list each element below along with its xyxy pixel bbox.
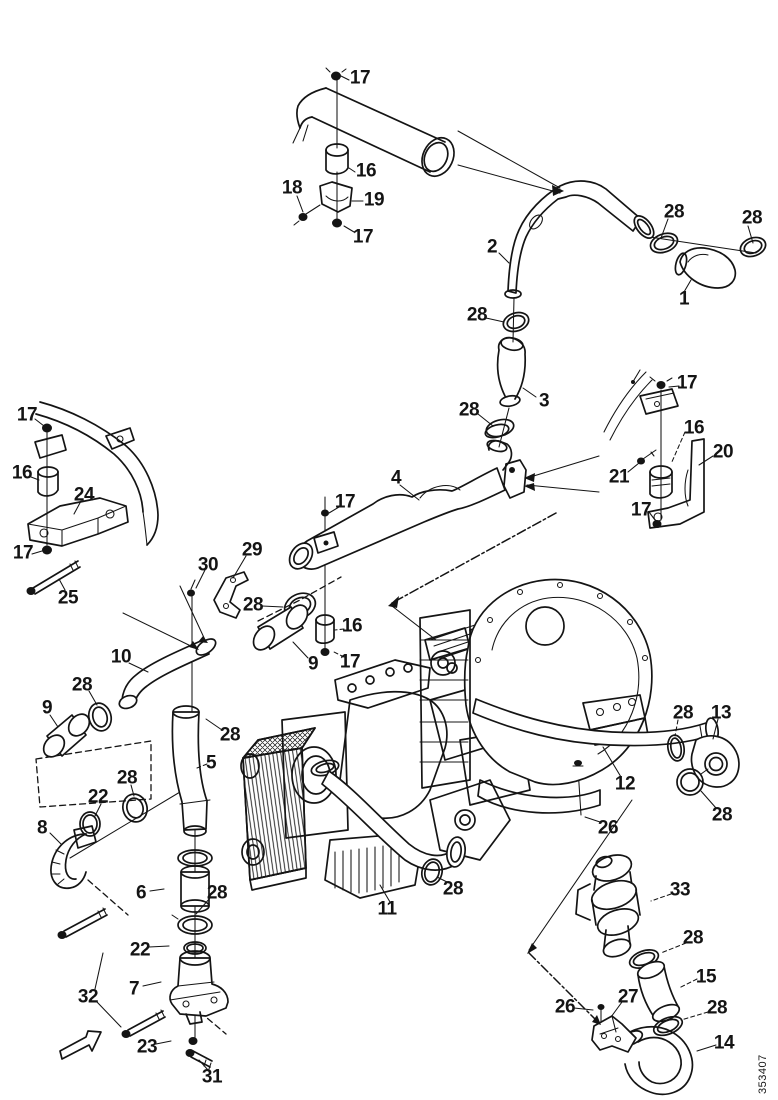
callout-11: 11 <box>377 898 397 920</box>
callout-28: 28 <box>466 304 488 326</box>
callout-17: 17 <box>349 67 371 89</box>
elbow-8 <box>50 833 87 889</box>
clamp-28-hose15 <box>652 1015 684 1037</box>
clamp-28-hose12 <box>666 734 686 762</box>
o-ring-22 <box>79 811 101 837</box>
hose-14 <box>624 1025 694 1096</box>
callout-14: 14 <box>713 1032 735 1054</box>
leader-lines <box>30 75 754 1071</box>
callout-10: 10 <box>110 646 132 668</box>
o-ring-22b <box>183 941 207 955</box>
clamp-28-hose2 <box>502 311 530 333</box>
hose-3 <box>496 336 527 400</box>
direction-arrow <box>59 1030 102 1060</box>
inset-left-art <box>26 401 159 595</box>
clamp-28-b <box>739 236 767 258</box>
housing-7 <box>169 957 229 1017</box>
left-parts <box>42 638 229 1070</box>
callout-26: 26 <box>554 996 576 1018</box>
callout-13: 13 <box>710 702 732 724</box>
bracket-20 <box>647 438 705 529</box>
callout-17: 17 <box>630 499 652 521</box>
callout-17: 17 <box>12 542 34 564</box>
transmission-assembly <box>419 578 740 814</box>
clamp-28-left <box>87 702 113 732</box>
callout-28: 28 <box>672 702 694 724</box>
bottom-right-parts <box>575 854 694 1096</box>
callout-20: 20 <box>712 441 734 463</box>
callout-16: 16 <box>355 160 377 182</box>
callout-31: 31 <box>201 1066 223 1088</box>
callout-28: 28 <box>458 399 480 421</box>
clamp-28-ring <box>122 793 148 823</box>
callout-28: 28 <box>219 724 241 746</box>
elbow-1 <box>679 247 737 289</box>
callout-27: 27 <box>617 986 639 1008</box>
clamp-28-hose11 <box>420 858 444 886</box>
callout-22: 22 <box>129 939 151 961</box>
inset-top-art <box>292 67 455 228</box>
callout-28: 28 <box>242 594 264 616</box>
callout-16: 16 <box>683 417 705 439</box>
callout-29: 29 <box>241 539 263 561</box>
clamp-28-tube6 <box>177 915 213 935</box>
callout-25: 25 <box>57 587 79 609</box>
callout-26: 26 <box>597 817 619 839</box>
callout-4: 4 <box>390 467 402 489</box>
callout-6: 6 <box>135 882 147 904</box>
callout-28: 28 <box>116 767 138 789</box>
callout-16: 16 <box>341 615 363 637</box>
callout-28: 28 <box>442 878 464 900</box>
callout-28: 28 <box>206 882 228 904</box>
callout-18: 18 <box>281 177 303 199</box>
callout-28: 28 <box>711 804 733 826</box>
callout-21: 21 <box>608 466 630 488</box>
callout-2: 2 <box>486 236 498 258</box>
callout-23: 23 <box>136 1036 158 1058</box>
bracket-19 <box>319 181 353 213</box>
pipe-5 <box>171 711 208 831</box>
figure-code: 353407 <box>757 1054 769 1094</box>
bracket-pipe4 <box>503 459 527 499</box>
callout-28: 28 <box>706 997 728 1019</box>
callout-7: 7 <box>128 978 140 1000</box>
callout-28: 28 <box>741 207 763 229</box>
callout-3: 3 <box>538 390 550 412</box>
nut-23 <box>188 1037 198 1045</box>
callout-22: 22 <box>87 786 109 808</box>
callout-17: 17 <box>334 491 356 513</box>
bracket-27 <box>591 1015 637 1053</box>
callout-5: 5 <box>205 752 217 774</box>
engine-assembly <box>240 609 533 899</box>
callout-28: 28 <box>71 674 93 696</box>
callout-16: 16 <box>11 462 33 484</box>
callout-28: 28 <box>663 201 685 223</box>
callout-32: 32 <box>77 986 99 1008</box>
callout-17: 17 <box>676 372 698 394</box>
callout-9: 9 <box>307 653 319 675</box>
upper-piping <box>187 180 767 656</box>
callout-12: 12 <box>614 773 636 795</box>
callout-24: 24 <box>73 484 95 506</box>
callout-17: 17 <box>339 651 361 673</box>
callout-28: 28 <box>682 927 704 949</box>
callout-30: 30 <box>197 554 219 576</box>
clamp-28-elbow13 <box>676 768 704 796</box>
callout-15: 15 <box>695 966 717 988</box>
callout-19: 19 <box>363 189 385 211</box>
inset-right-art <box>603 369 705 529</box>
hose-2 <box>507 180 642 294</box>
clamp-28-a <box>649 232 679 254</box>
bracket-24 <box>27 497 129 547</box>
callout-1: 1 <box>678 288 690 310</box>
elbow-13 <box>690 735 740 788</box>
callout-33: 33 <box>669 879 691 901</box>
callout-17: 17 <box>352 226 374 248</box>
callout-17: 17 <box>16 404 38 426</box>
callout-9: 9 <box>41 697 53 719</box>
callout-8: 8 <box>36 817 48 839</box>
